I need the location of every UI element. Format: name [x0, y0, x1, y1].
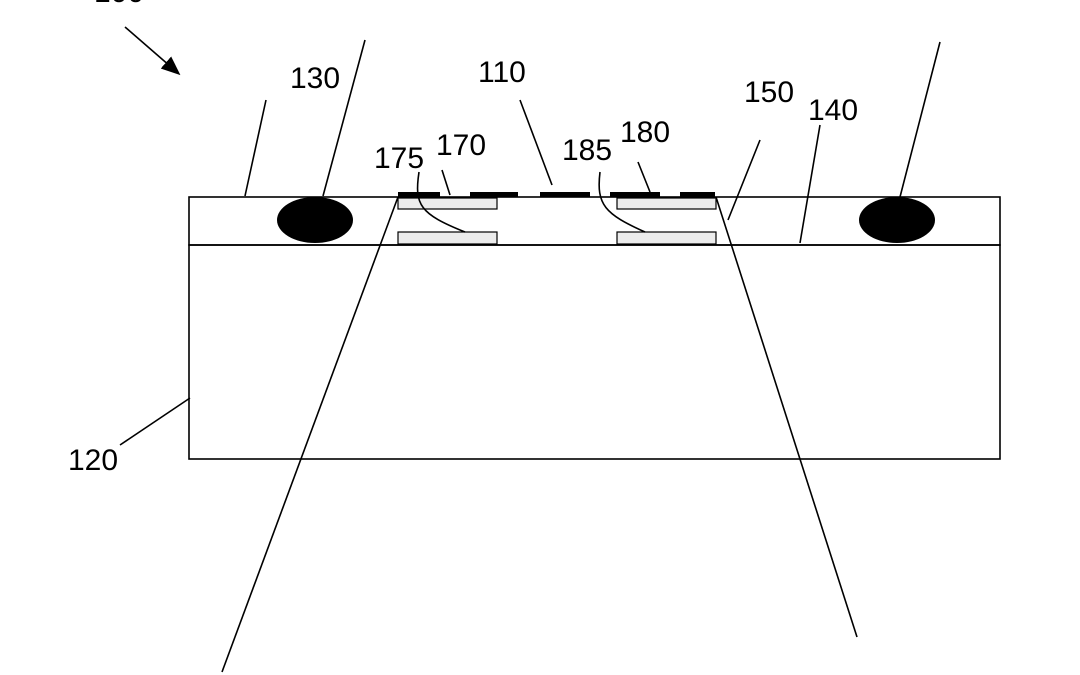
pad-180 — [616, 197, 717, 210]
pad-185 — [616, 231, 717, 245]
label-180: 180 — [620, 116, 670, 149]
leader-lines — [119, 26, 941, 446]
grating-segments — [398, 192, 715, 197]
label-150: 150 — [744, 76, 794, 109]
label-130: 130 — [290, 62, 340, 95]
substrate — [188, 244, 1001, 460]
bump-right — [859, 197, 935, 243]
label-170: 170 — [436, 129, 486, 162]
label-110: 110 — [478, 56, 526, 89]
label-120: 120 — [68, 444, 118, 477]
pad-170 — [397, 197, 498, 210]
label-140: 140 — [808, 94, 858, 127]
beam-line-right — [715, 196, 858, 638]
beam-line-left — [221, 196, 399, 673]
bump-left — [277, 197, 353, 243]
label-185: 185 — [562, 134, 612, 167]
pad-175 — [397, 231, 498, 245]
label-175: 175 — [374, 142, 424, 175]
label-100: 100 — [94, 0, 144, 9]
